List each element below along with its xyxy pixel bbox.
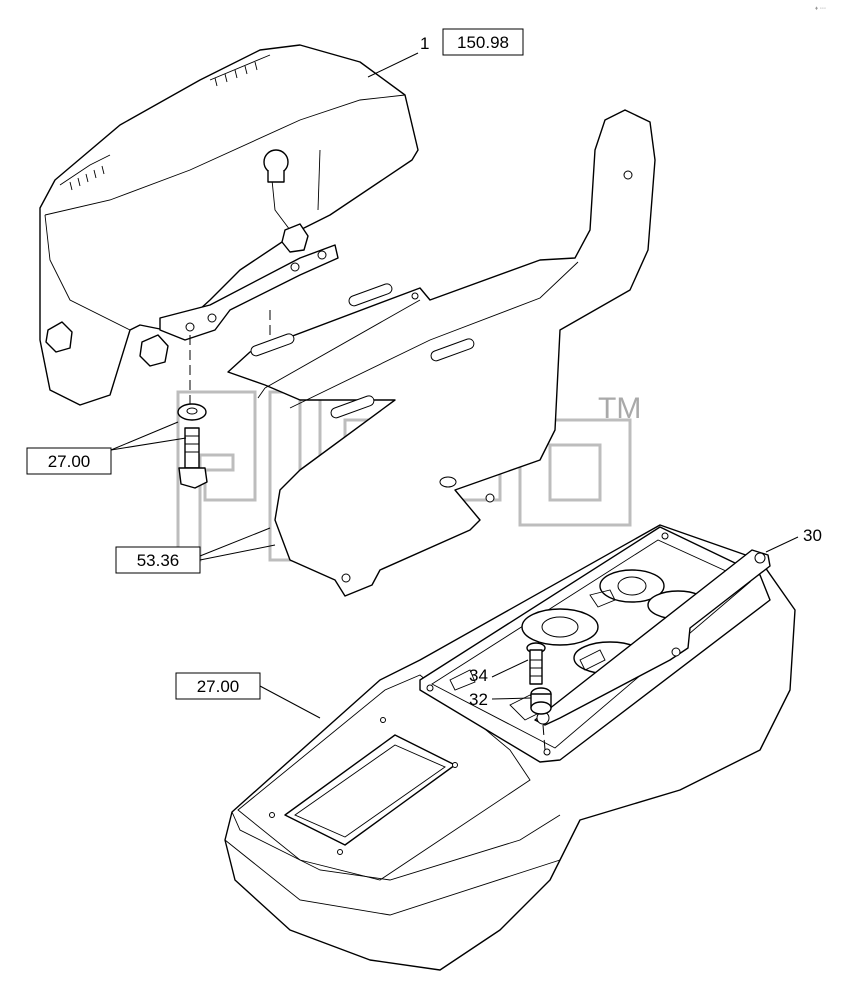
lower-armrest — [224, 524, 796, 971]
reference-label: 27.00 — [197, 677, 240, 696]
corner-mark: ♦ ◦◦◦ — [815, 6, 826, 12]
reference-box-53-36: 53.36 — [115, 546, 201, 574]
watermark-tm: TM — [598, 392, 641, 425]
washer-and-bolt — [177, 403, 208, 489]
reference-label: 150.98 — [457, 33, 509, 52]
reference-label: 27.00 — [48, 452, 91, 471]
reference-box-27-00-bottom: 27.00 — [175, 672, 261, 700]
reference-label: 53.36 — [137, 551, 180, 570]
reference-box-150-98: 150.98 — [442, 28, 524, 56]
callout-34: 34 — [469, 666, 488, 685]
reference-box-27-00-top: 27.00 — [26, 447, 112, 475]
callout-32: 32 — [469, 690, 488, 709]
callout-1: 1 — [420, 34, 429, 53]
leader-lines — [110, 52, 799, 719]
mounting-bracket — [227, 109, 656, 597]
upper-console-housing — [39, 44, 419, 406]
callout-30: 30 — [803, 526, 822, 545]
